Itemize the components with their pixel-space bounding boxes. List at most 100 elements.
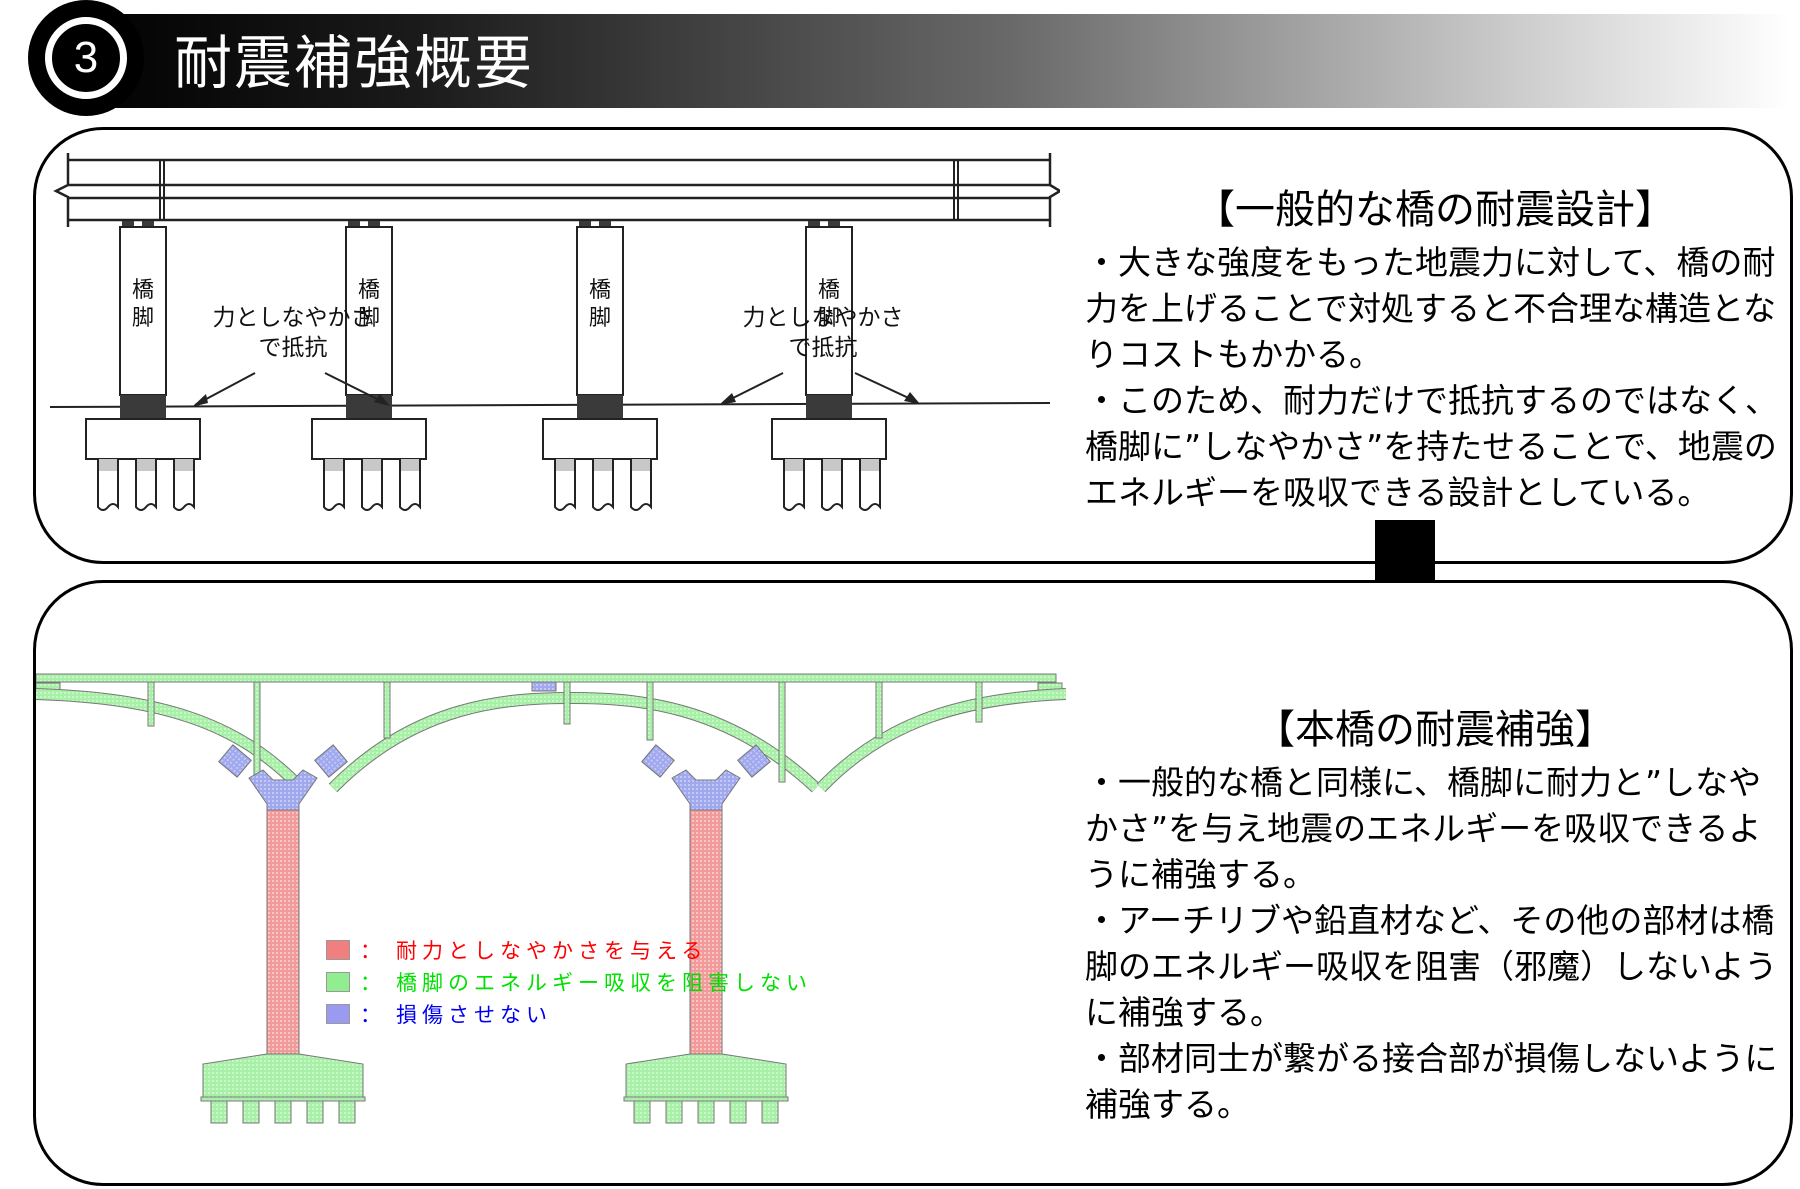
legend-item: ： 橋脚のエネルギー吸収を阻害しない: [326, 966, 812, 998]
legend-separator: ：: [360, 971, 386, 995]
general-design-text: 【一般的な橋の耐震設計】 ・大きな強度をもった地震力に対して、橋の耐力を上げるこ…: [1085, 182, 1785, 516]
plastic-hinge-zone: [577, 395, 623, 419]
pile: [274, 1100, 292, 1124]
y-pier: [200, 744, 366, 1124]
annotation-text-line2: で抵抗: [789, 335, 858, 361]
legend-swatch: [326, 972, 350, 992]
pile: [338, 1100, 356, 1124]
this-bridge-paragraph: ・一般的な橋と同様に、橋脚に耐力と”しなやかさ”を与え地震のエネルギーを吸収でき…: [1085, 763, 1762, 894]
pile: [242, 1100, 260, 1124]
legend-label: 耐力としなやかさを与える: [396, 939, 708, 963]
legend-item: ： 損傷させない: [326, 998, 812, 1030]
pile: [323, 459, 345, 511]
legend-swatch: [326, 1004, 350, 1024]
legend-swatch: [326, 940, 350, 960]
pier-head-joint: [248, 769, 318, 811]
annotation-text-line2: で抵抗: [259, 335, 328, 361]
deck-girder: [36, 673, 1057, 683]
general-design-paragraph: ・大きな強度をもった地震力に対して、橋の耐力を上げることで対処すると不合理な構造…: [1085, 243, 1777, 374]
legend-separator: ：: [360, 1003, 386, 1027]
pile: [761, 1100, 779, 1124]
pile: [554, 459, 576, 511]
header-bar: [70, 14, 1790, 108]
this-bridge-heading: 【本橋の耐震補強】: [1255, 707, 1615, 753]
vertical-member: [563, 681, 571, 725]
plastic-hinge-zone: [120, 395, 166, 419]
pier-label: 脚: [818, 306, 840, 331]
pile: [630, 459, 652, 511]
pier-label: 橋: [589, 278, 611, 303]
this-bridge-text: 【本橋の耐震補強】 ・一般的な橋と同様に、橋脚に耐力と”しなやかさ”を与え地震の…: [1085, 702, 1785, 1128]
pier-label: 橋: [358, 278, 380, 303]
pile: [783, 459, 805, 511]
footing: [542, 418, 658, 460]
crown-joint: [531, 681, 557, 692]
pile: [697, 1100, 715, 1124]
section-number: 3: [73, 33, 99, 82]
deck: [53, 153, 1060, 227]
pile: [821, 459, 843, 511]
vertical-member: [383, 681, 391, 739]
page-title: 耐震補強概要: [174, 29, 535, 97]
pier: 橋脚: [311, 221, 427, 511]
pier-column: [266, 809, 300, 1056]
pier-column: [119, 226, 167, 396]
pile: [399, 459, 421, 511]
pier-label: 橋: [818, 278, 840, 303]
vertical-member: [147, 681, 155, 727]
pier-label: 脚: [589, 306, 611, 331]
vertical-member: [253, 681, 261, 779]
pile: [859, 459, 881, 511]
this-bridge-paragraph: ・アーチリブや鉛直材など、その他の部材は橋脚のエネルギー吸収を阻害（邪魔）しない…: [1085, 901, 1778, 1032]
y-pier: [623, 744, 789, 1124]
annotation-text-line1: 力としなやかさ: [743, 305, 904, 331]
pile: [665, 1100, 683, 1124]
legend-label: 橋脚のエネルギー吸収を阻害しない: [396, 971, 812, 995]
pier-head-joint: [671, 769, 741, 811]
annotation-right: 力としなやかさ で抵抗: [719, 305, 920, 405]
general-design-heading: 【一般的な橋の耐震設計】: [1195, 187, 1675, 233]
color-legend: ： 耐力としなやかさを与える ： 橋脚のエネルギー吸収を阻害しない ： 損傷させない: [326, 934, 812, 1030]
pier: 橋脚: [85, 221, 201, 511]
legend-label: 損傷させない: [396, 1003, 552, 1027]
vertical-member: [975, 681, 983, 723]
plastic-hinge-zone: [806, 395, 852, 419]
pile: [592, 459, 614, 511]
vertical-member: [875, 681, 883, 739]
pile: [173, 459, 195, 511]
pier-label: 脚: [358, 306, 380, 331]
pile: [361, 459, 383, 511]
section-number-badge: 3: [28, 0, 144, 116]
footing: [311, 418, 427, 460]
pile: [97, 459, 119, 511]
pile: [210, 1100, 228, 1124]
annotation-text-line1: 力としなやかさ: [213, 305, 374, 331]
footing: [625, 1053, 787, 1098]
arch-ribs: [36, 688, 1066, 793]
pile: [135, 459, 157, 511]
arch-bridge-diagram: [36, 673, 1066, 1124]
pier-column: [345, 226, 393, 396]
general-design-paragraph: ・このため、耐力だけで抵抗するのではなく、橋脚に”しなやかさ”を持たせることで、…: [1085, 381, 1778, 512]
annotation-arrow: [324, 372, 386, 404]
legend-item: ： 耐力としなやかさを与える: [326, 934, 812, 966]
pier-column: [689, 809, 723, 1056]
plastic-hinge-zone: [346, 395, 392, 419]
legend-separator: ：: [360, 939, 386, 963]
ground-line: [49, 402, 1051, 408]
pier: 橋脚: [771, 221, 887, 511]
pile: [729, 1100, 747, 1124]
footing: [202, 1053, 364, 1098]
this-bridge-paragraph: ・部材同士が繋がる接合部が損傷しないように補強する。: [1085, 1039, 1778, 1124]
pier-label: 脚: [132, 306, 154, 331]
pile: [633, 1100, 651, 1124]
footing: [771, 418, 887, 460]
vertical-member: [646, 681, 654, 741]
pile: [306, 1100, 324, 1124]
pier: 橋脚: [542, 221, 658, 511]
vertical-member: [778, 681, 786, 783]
annotation-left: 力としなやかさ で抵抗: [192, 305, 390, 407]
pier-label: 橋: [132, 278, 154, 303]
general-design-panel: [33, 127, 1793, 564]
